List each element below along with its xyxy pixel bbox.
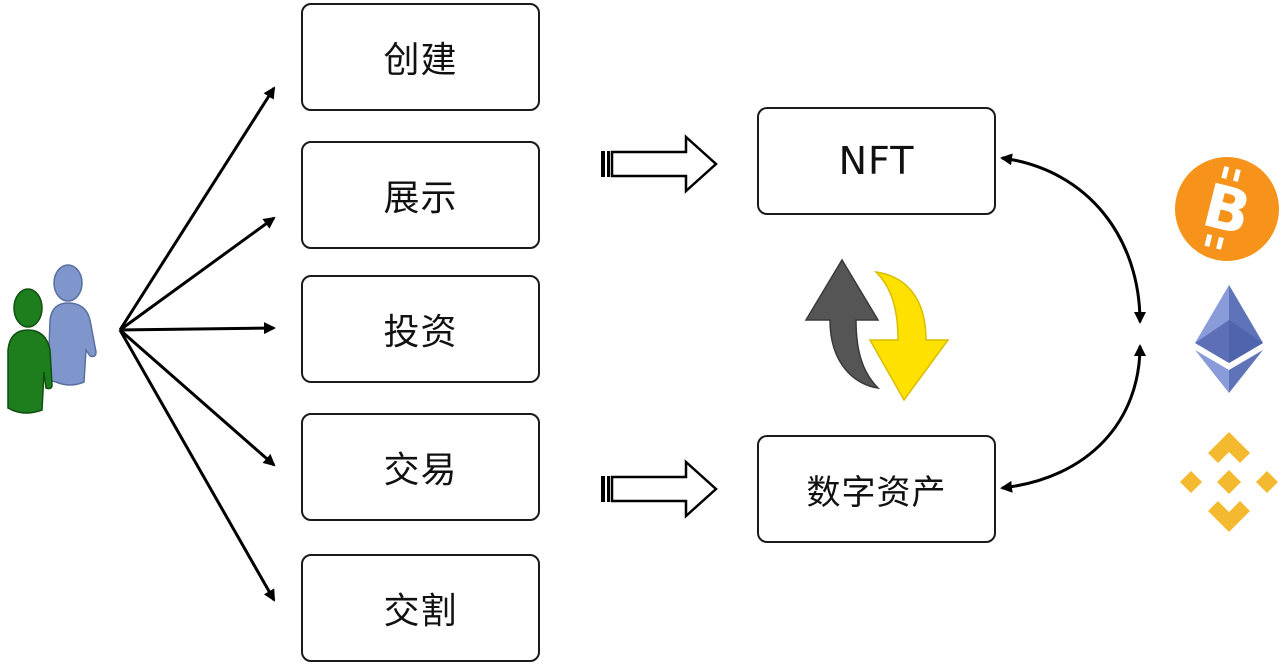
- action-label-deliver: 交割: [383, 591, 458, 632]
- arrow-to-invest: [119, 322, 276, 335]
- users-icon: [7, 264, 97, 414]
- exchange-down-arrow: [868, 270, 950, 402]
- action-box-deliver[interactable]: 交割: [301, 554, 540, 662]
- curved-arrow-nft-coins: [1000, 153, 1146, 324]
- nft-label: NFT: [838, 139, 915, 183]
- action-label-invest: 投资: [383, 312, 458, 353]
- exchange-arrows-icon: [804, 258, 950, 402]
- arrow-to-create: [118, 86, 276, 331]
- curved-arrow-digital-coins: [1000, 344, 1146, 493]
- action-label-trade: 交易: [383, 450, 458, 491]
- nft-box[interactable]: NFT: [757, 107, 996, 215]
- arrow-to-display: [119, 216, 276, 332]
- digital-assets-label: 数字资产: [806, 472, 947, 513]
- action-box-invest[interactable]: 投资: [301, 275, 540, 383]
- action-box-display[interactable]: 展示: [301, 141, 540, 249]
- block-arrow-to-digital-assets: [601, 459, 718, 519]
- digital-assets-box[interactable]: 数字资产: [757, 435, 996, 543]
- fan-arrows: [118, 86, 276, 602]
- arrow-to-trade: [119, 328, 276, 467]
- action-label-display: 展示: [383, 178, 458, 219]
- binance-icon: [1180, 432, 1278, 532]
- block-arrow-to-nft: [601, 134, 718, 194]
- exchange-up-arrow: [804, 258, 881, 390]
- curved-arrows: [1000, 153, 1146, 493]
- action-label-create: 创建: [383, 40, 458, 81]
- user-green-figure: [7, 288, 53, 414]
- bitcoin-icon: B: [1175, 157, 1279, 261]
- action-box-create[interactable]: 创建: [301, 3, 540, 111]
- user-blue-figure: [47, 264, 97, 386]
- ethereum-icon: [1195, 285, 1263, 393]
- action-box-trade[interactable]: 交易: [301, 413, 540, 521]
- arrow-to-deliver: [118, 329, 276, 602]
